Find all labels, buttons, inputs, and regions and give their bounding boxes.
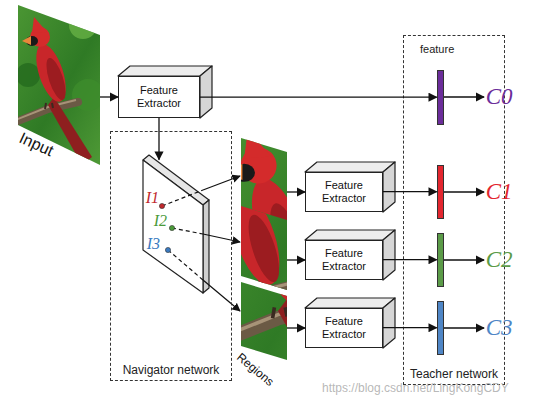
node-label: Teacher network bbox=[404, 367, 504, 381]
leader-arrow bbox=[203, 176, 240, 190]
node-label: feature bbox=[420, 43, 454, 55]
box-top-face bbox=[305, 230, 395, 240]
flow-arrow bbox=[383, 191, 437, 192]
box-top-face bbox=[305, 162, 395, 172]
region-plane: I1I2I3 bbox=[143, 160, 209, 295]
output-arrow bbox=[444, 327, 484, 328]
feature-vector: C3 bbox=[437, 301, 444, 355]
node-label: Feature Extractor bbox=[315, 315, 373, 340]
navigator-network: Navigator network I1I2I3 bbox=[110, 131, 232, 381]
region-branch bbox=[206, 113, 404, 403]
plane-edge bbox=[203, 200, 209, 293]
feature-vector: C1 bbox=[437, 165, 444, 219]
bird-illustration bbox=[8, 0, 118, 185]
plane-face bbox=[143, 160, 203, 293]
box-top-face bbox=[305, 298, 395, 308]
leader-arrow bbox=[203, 280, 240, 311]
node-label: Navigator network bbox=[111, 363, 231, 377]
teacher-network: featureTeacher network C0C1C2C3 bbox=[403, 35, 505, 385]
flow-arrow bbox=[383, 327, 437, 328]
node-label: Feature Extractor bbox=[315, 247, 373, 272]
node-label: C3 bbox=[486, 314, 513, 342]
node-label: C1 bbox=[486, 178, 513, 206]
node-label: Feature Extractor bbox=[130, 84, 188, 109]
bird-photo bbox=[8, 0, 118, 185]
node-label: C2 bbox=[486, 246, 513, 274]
region-leaders bbox=[162, 176, 240, 311]
leader-arrow bbox=[203, 234, 240, 242]
input-image: Input bbox=[18, 5, 100, 165]
dashed-leader bbox=[172, 228, 203, 234]
box-side-face bbox=[383, 298, 395, 348]
region-crops: Regions bbox=[241, 138, 287, 360]
feature-extractor: Feature Extractor bbox=[305, 308, 383, 348]
dashed-leader bbox=[162, 190, 203, 206]
flow-arrow bbox=[158, 118, 159, 160]
node-label: I2 bbox=[154, 212, 167, 230]
flow-arrow bbox=[287, 327, 305, 328]
node-label: Input bbox=[16, 129, 56, 160]
output-arrow bbox=[444, 191, 484, 192]
flow-arrow bbox=[200, 97, 437, 98]
dashed-leader bbox=[168, 250, 203, 280]
node-label: I1 bbox=[146, 189, 159, 207]
feature-extractor: Feature Extractor bbox=[118, 76, 200, 118]
flow-arrow bbox=[383, 259, 437, 260]
box-side-face bbox=[383, 230, 395, 280]
flow-arrow bbox=[287, 259, 305, 260]
feature-vector: C0 bbox=[437, 70, 444, 125]
region-crop bbox=[206, 113, 404, 403]
feature-extractor: Feature Extractor bbox=[305, 172, 383, 212]
output-arrow bbox=[444, 96, 484, 97]
feature-extractor: Feature Extractor bbox=[305, 240, 383, 280]
node-label: Regions bbox=[234, 350, 277, 389]
region-head bbox=[201, 90, 399, 403]
node-label: I3 bbox=[147, 235, 160, 253]
node-label: Feature Extractor bbox=[315, 179, 373, 204]
anchor-dot bbox=[169, 225, 174, 230]
box-side-face bbox=[200, 66, 212, 118]
box-side-face bbox=[383, 162, 395, 212]
output-arrows bbox=[444, 97, 484, 328]
region-crop bbox=[201, 90, 399, 403]
box-top-face bbox=[118, 66, 212, 76]
watermark: https://blog.csdn.net/LingKongCDY bbox=[322, 381, 509, 395]
flow-arrow bbox=[100, 96, 118, 97]
flow-arrow bbox=[287, 191, 305, 192]
output-arrow bbox=[444, 259, 484, 260]
node-label: C0 bbox=[486, 83, 513, 111]
anchor-dot bbox=[159, 203, 164, 208]
anchor-dot bbox=[165, 247, 170, 252]
feature-vector: C2 bbox=[437, 233, 444, 287]
feature-plane bbox=[143, 155, 209, 293]
